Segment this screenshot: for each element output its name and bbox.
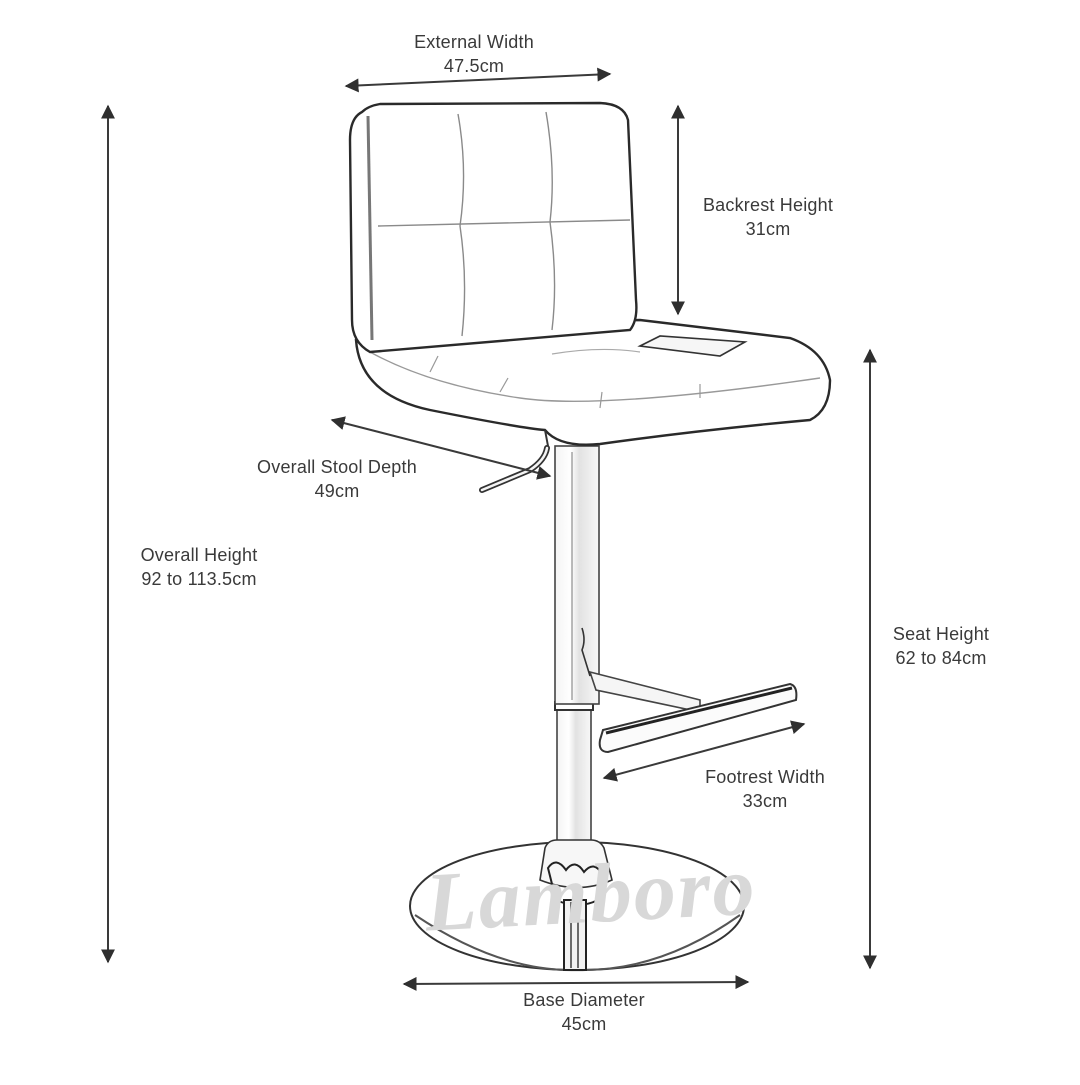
backrest-height-label: Backrest Height 31cm [668,193,868,241]
footrest-width-label: Footrest Width 33cm [680,765,850,813]
seat-cushion [354,318,832,447]
external-width-label: External Width 47.5cm [374,30,574,78]
dimension-name: Footrest Width [705,767,825,787]
dimension-arrows [101,67,877,991]
footrest [581,627,798,754]
dimension-name: Overall Stool Depth [257,457,417,477]
footrest-width-arrow [602,720,806,782]
gas-lift-pole [539,445,613,971]
dimension-value: 31cm [745,219,791,239]
dimension-value: 49cm [314,481,360,501]
base-diameter-label: Base Diameter 45cm [499,988,669,1036]
seat-height-label: Seat Height 62 to 84cm [870,622,1012,670]
stool-depth-arrow [330,416,552,480]
dimension-name: Seat Height [892,624,990,644]
dimension-value: 92 to 113.5cm [141,569,257,589]
brand-watermark: Lamboro [422,839,759,950]
height-lever [479,445,550,493]
dimension-value: 33cm [742,791,788,811]
backrest [348,101,638,354]
overall-height-label: Overall Height 92 to 113.5cm [116,543,282,591]
dimension-value: 47.5cm [443,56,505,76]
dimension-name: Base Diameter [523,990,645,1010]
base-diameter-arrow [402,975,750,991]
dimension-value: 45cm [561,1014,607,1034]
external-width-arrow [344,67,612,93]
dimension-value: 62 to 84cm [895,648,987,668]
stool-depth-label: Overall Stool Depth 49cm [222,455,452,503]
dimension-name: External Width [414,32,534,52]
dimension-name: Overall Height [140,545,258,565]
dimension-name: Backrest Height [702,195,834,215]
